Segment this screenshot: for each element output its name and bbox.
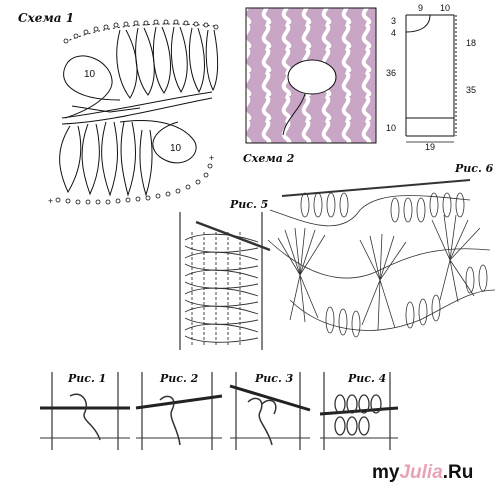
step-2-caption: Рис. 2	[159, 372, 199, 385]
dim-right-a: 18	[466, 38, 476, 48]
step-2-illustration: Рис. 2	[135, 372, 223, 450]
fig-6-caption: Рис. 6	[454, 162, 494, 175]
dim-left-d: 10	[386, 123, 396, 133]
step-4-illustration: Рис. 4	[319, 372, 399, 450]
step-1-illustration: Рис. 1	[40, 372, 130, 450]
scheme-1-right-count: 10	[170, 143, 182, 154]
dim-top-a: 9	[418, 3, 423, 13]
dim-left-c: 36	[386, 68, 396, 78]
dim-left-a: 3	[391, 16, 396, 26]
scheme-1-left-loop	[63, 55, 121, 119]
fig-6-upper-loops	[300, 192, 465, 223]
scheme-1-top-chain	[64, 23, 216, 43]
step-3-caption: Рис. 3	[254, 372, 294, 385]
scheme-1-end-mark: +	[48, 196, 53, 206]
dim-right-b: 35	[466, 85, 476, 95]
dim-bottom: 19	[425, 142, 435, 152]
scheme-2-chart: Схема 2	[243, 7, 377, 165]
scheme-1-center-band	[61, 91, 213, 125]
watermark-part-julia: Julia	[399, 462, 443, 483]
scheme-1-top-dots	[63, 19, 219, 44]
garment-outline	[405, 14, 457, 137]
fig-6-fan-left	[277, 227, 326, 323]
scheme-1-upper-loops	[116, 26, 219, 99]
scheme-2-neck-opening	[287, 59, 337, 95]
fig-5-illustration: Рис. 5	[179, 198, 271, 350]
step-4-caption: Рис. 4	[347, 372, 386, 385]
watermark-part-my: my	[372, 462, 400, 483]
fig-6-lower-loops	[325, 264, 488, 338]
fig-5-stitches	[184, 232, 259, 345]
fig-5-caption: Рис. 5	[229, 198, 268, 211]
step-1-caption: Рис. 1	[67, 372, 106, 385]
scheme-1-end-mark-2: +	[209, 153, 214, 163]
svg-text:myJulia.Ru: myJulia.Ru	[372, 462, 473, 483]
scheme-1-chart: Схема 1 10	[18, 11, 219, 206]
fig-6-fan-center	[359, 233, 407, 331]
watermark-part-ru: .Ru	[443, 462, 474, 483]
scheme-2-caption: Схема 2	[243, 152, 295, 165]
scheme-1-left-count: 10	[84, 69, 96, 80]
fig-6-lace-illustration	[267, 179, 496, 338]
dim-left-b: 4	[391, 28, 396, 38]
watermark-logo: myJulia.Ru	[372, 462, 473, 483]
scheme-1-bottom-dots	[55, 163, 213, 205]
scheme-1-caption: Схема 1	[18, 11, 74, 25]
garment-pattern: 9 10 3 4 36 10 18 35 19 Рис. 6	[386, 3, 494, 175]
dim-top-b: 10	[440, 3, 450, 13]
steps-strip: Рис. 1 Рис. 2 Рис. 3 Рис.	[40, 372, 399, 450]
fig-6-fan-right	[431, 214, 481, 303]
scheme-1-lower-loops	[59, 121, 153, 197]
scheme-1-right-loop	[119, 120, 197, 164]
step-3-illustration: Рис. 3	[229, 372, 311, 450]
